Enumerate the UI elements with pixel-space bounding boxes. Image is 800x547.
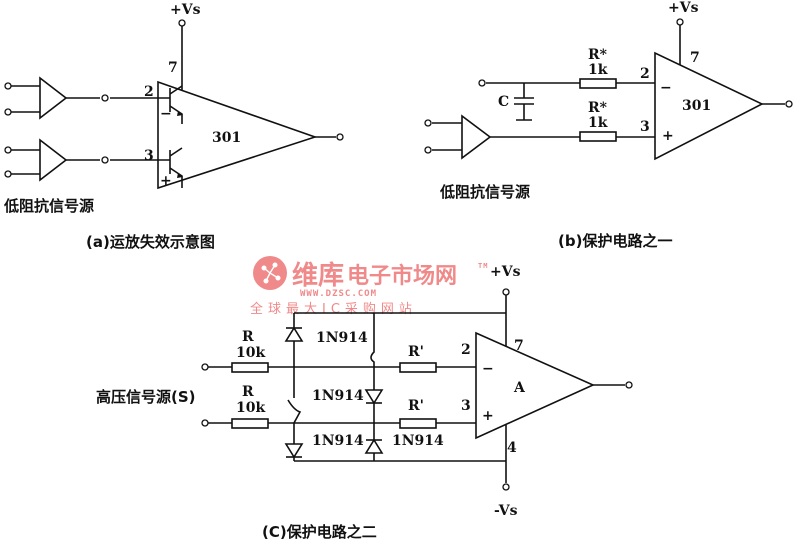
circuit-b-r1-name: R* xyxy=(588,47,608,63)
circuit-c-r2-name: R xyxy=(242,384,254,400)
circuit-b-pin7: 7 xyxy=(690,50,700,66)
circuit-c-minus: − xyxy=(482,361,494,377)
circuit-a-buffer-inputs xyxy=(10,85,40,175)
circuit-b-buffer-inputs xyxy=(432,122,462,151)
circuit-b-r2 xyxy=(579,131,617,142)
circuit-c-opamp-body xyxy=(475,331,595,440)
watermark-name: 电子市场网 xyxy=(347,263,457,289)
circuit-a-pin3-terminal xyxy=(101,156,109,164)
circuit-a: +Vs 7 301 − + 2 3 低阻抗信号源 xyxy=(3,2,344,251)
circuit-c-d1-body xyxy=(284,326,304,342)
circuit-a-supply-label: +Vs xyxy=(170,2,201,18)
watermark-url: WWW.DZSC.COM xyxy=(300,289,377,299)
circuit-b-capacitor xyxy=(514,83,534,121)
circuit-a-pin3: 3 xyxy=(144,148,154,164)
circuit-c-supply-neg-terminal xyxy=(502,483,510,491)
circuit-b-in1-terminal xyxy=(424,119,432,127)
circuit-c-r2-value: 10k xyxy=(236,400,265,416)
circuit-c-pin3: 3 xyxy=(461,398,471,414)
circuit-c-pin7: 7 xyxy=(514,338,524,354)
circuit-b-output-terminal xyxy=(785,100,793,108)
circuit-c-pin4: 4 xyxy=(507,440,517,456)
circuit-c-supply-pos-terminal xyxy=(502,288,510,296)
circuit-c-rp2-name: R' xyxy=(408,398,424,414)
circuit-c-source-label: 高压信号源(S) xyxy=(96,388,196,406)
circuit-b-pin2: 2 xyxy=(640,66,650,82)
circuit-b-supply-label: +Vs xyxy=(668,0,699,16)
circuit-a-in4-terminal xyxy=(4,170,12,178)
circuit-b-supply-terminal xyxy=(676,18,684,26)
circuit-c-supply-pos: +Vs xyxy=(490,264,521,280)
circuit-a-buffer-2 xyxy=(39,138,68,182)
circuit-a-caption: (a)运放失效示意图 xyxy=(86,233,215,251)
circuit-c-caption: (C)保护电路之二 xyxy=(262,523,377,541)
circuit-a-supply-terminal xyxy=(178,19,186,27)
circuit-a-in3-terminal xyxy=(4,146,12,154)
circuit-b-inv-terminal xyxy=(478,79,486,87)
circuit-b-pin3: 3 xyxy=(640,119,650,135)
circuit-a-input-transistors xyxy=(169,85,183,188)
circuit-b-r2-value: 1k xyxy=(588,115,608,131)
circuit-b-source-label: 低阻抗信号源 xyxy=(439,183,530,201)
watermark-logo-icon xyxy=(253,256,287,290)
circuit-c-d2-label: 1N914 xyxy=(312,388,364,404)
circuit-c-in2-terminal xyxy=(201,419,209,427)
circuit-b-cap-name: C xyxy=(498,94,509,110)
circuit-c-d3-body xyxy=(284,443,304,459)
circuit-c-r2 xyxy=(231,418,269,429)
circuit-b-in2-terminal xyxy=(424,146,432,154)
circuit-b-r1 xyxy=(579,78,617,89)
watermark-tm: TM xyxy=(478,262,488,270)
circuit-c-supply-neg: -Vs xyxy=(494,503,518,519)
circuit-c-d2-body xyxy=(364,389,384,405)
circuit-b-minus: − xyxy=(660,80,672,96)
circuit-c-r1 xyxy=(231,362,269,373)
circuit-c-r1-name: R xyxy=(242,329,254,345)
circuit-c-opamp-label: A xyxy=(513,380,526,396)
circuit-c-output-terminal xyxy=(625,381,633,389)
circuit-b-plus: + xyxy=(662,128,674,144)
circuit-a-in1-terminal xyxy=(4,82,12,90)
circuit-c: +Vs 7 A − + 2 3 4 -Vs R 10k R 10k R' R' xyxy=(96,264,633,541)
circuit-a-opamp-label: 301 xyxy=(212,130,241,146)
circuit-b-r2-name: R* xyxy=(588,100,608,116)
circuit-c-rp1-name: R' xyxy=(408,344,424,360)
circuit-c-pin2: 2 xyxy=(461,342,471,358)
circuit-b-opamp-label: 301 xyxy=(682,98,711,114)
circuit-c-plus: + xyxy=(482,408,494,424)
circuit-a-source-label: 低阻抗信号源 xyxy=(3,197,94,215)
watermark: 维库 电子市场网 TM WWW.DZSC.COM 全球最大IC采购网站 xyxy=(250,256,488,317)
circuit-c-rp1 xyxy=(399,362,437,373)
circuit-a-minus: − xyxy=(160,106,172,122)
circuit-a-in2-terminal xyxy=(4,108,12,116)
circuit-a-pin2: 2 xyxy=(144,84,154,100)
circuit-c-in1-terminal xyxy=(201,363,209,371)
circuit-c-d1-label: 1N914 xyxy=(316,330,368,346)
circuit-c-r1-value: 10k xyxy=(236,345,265,361)
circuit-b-r1-value: 1k xyxy=(588,62,608,78)
circuit-a-plus: + xyxy=(160,173,172,189)
circuit-b-caption: (b)保护电路之一 xyxy=(558,232,672,250)
circuit-c-right-upper xyxy=(370,313,375,423)
circuit-a-opamp-body xyxy=(157,80,318,190)
circuit-a-pin7: 7 xyxy=(168,60,178,76)
circuit-b-opamp-body xyxy=(654,51,764,161)
watermark-slogan: 全球最大IC采购网站 xyxy=(250,301,417,317)
circuit-a-buffer-1 xyxy=(39,76,68,120)
circuit-b: +Vs 7 301 − + 2 3 R* 1k R* 1k C 低阻抗信号源 (… xyxy=(424,0,793,250)
circuit-c-d4-body xyxy=(364,438,384,454)
circuit-a-output-terminal xyxy=(336,133,344,141)
circuit-c-d4-label: 1N914 xyxy=(392,433,444,449)
circuit-a-pin2-terminal xyxy=(101,94,109,102)
circuit-c-d3-label: 1N914 xyxy=(312,433,364,449)
watermark-brand: 维库 xyxy=(292,260,344,291)
circuit-c-rp2 xyxy=(399,418,437,429)
circuit-b-buffer xyxy=(461,114,492,160)
